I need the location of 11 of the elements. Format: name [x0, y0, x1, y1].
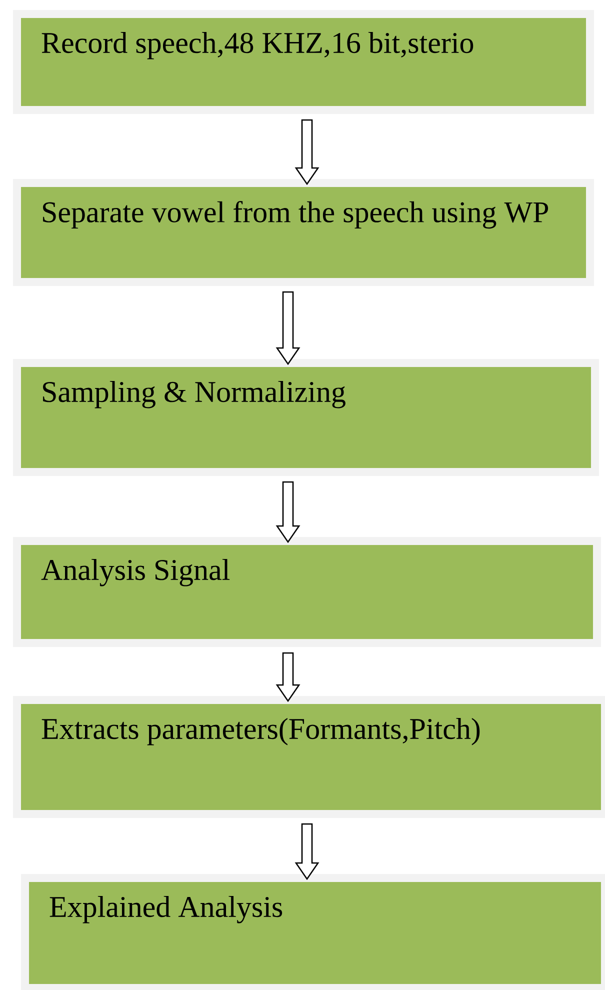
process-box: Analysis Signal — [13, 537, 601, 647]
process-box: Record speech,48 KHZ,16 bit,sterio — [13, 10, 594, 114]
arrow — [276, 652, 300, 702]
arrow — [294, 823, 320, 880]
arrow — [294, 119, 320, 186]
process-box: Explained Analysis — [21, 874, 605, 990]
process-box: Separate vowel from the speech using WP — [13, 179, 594, 286]
arrow — [276, 291, 300, 366]
process-box: Extracts parameters(Formants,Pitch) — [13, 696, 605, 818]
process-box: Sampling & Normalizing — [13, 359, 599, 476]
arrow — [276, 481, 300, 544]
